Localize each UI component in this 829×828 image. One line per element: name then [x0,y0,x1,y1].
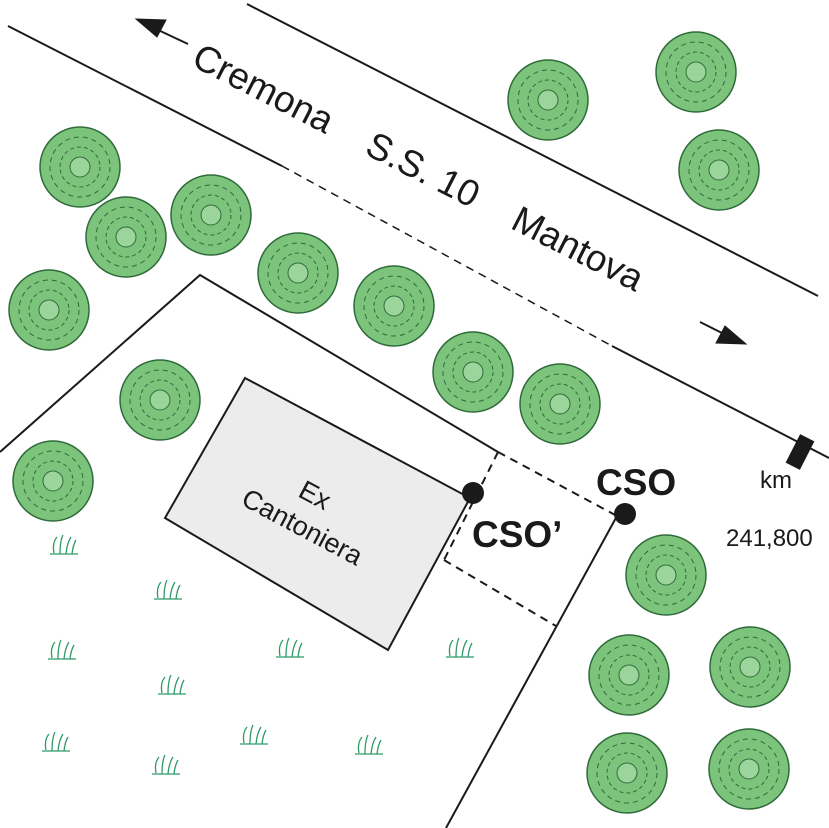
km-value-label: 241,800 [726,525,813,552]
grass-tuft-icon [49,534,79,555]
grass-tuft-icon [445,637,475,658]
tree-icon [257,232,339,314]
tree-icon [119,359,201,441]
east-destination: Mantova [505,198,650,299]
west-destination: Cremona [186,36,341,142]
tree-icon [625,534,707,616]
road-label: Cremona S.S. 10 Mantova [186,36,651,300]
tree-icon [709,626,791,708]
grass-tuft-icon [275,637,305,658]
building-outline [163,376,472,652]
grass-tuft-icon [151,754,181,775]
grass-tuft-icon [157,674,187,695]
tree-icon [519,363,601,445]
grass-tuft-icon [47,639,77,660]
station-dot-icon-cso-prime [462,482,484,504]
road-south-edge-west [7,25,283,167]
station-label-cso: CSO [596,462,676,503]
kilometer-post-icon [785,434,815,470]
station-label-cso-prime: CSO’ [472,514,562,555]
tree-icon [678,129,760,211]
plot-boundary [0,273,618,828]
arrow-icon-west [134,18,189,45]
tree-icon [85,196,167,278]
tree-icon [12,440,94,522]
grass-tuft-icon [41,731,71,752]
km-unit-label: km [760,467,792,494]
tree-icon [432,331,514,413]
grass-tuft-icon [354,734,384,755]
tree-icon [170,174,252,256]
road-north-edge [246,3,819,297]
grass-tuft-icon [239,724,269,745]
tree-icon [655,31,737,113]
road-centerline [281,165,613,347]
road-edges [7,3,829,459]
tree-icon [39,126,121,208]
tree-icon [507,59,589,141]
tree-icon [353,265,435,347]
grass-tuft-icon [153,579,183,600]
building-ex-cantoniera: Ex Cantoniera [163,376,472,652]
station-dot-icon-cso [614,503,636,525]
tree-icon [588,634,670,716]
tree-icon [708,728,790,810]
tree-icon [586,732,668,814]
road-south-edge-east [611,345,829,459]
tree-icon [8,269,90,351]
arrow-icon-east [699,321,748,345]
road-name: S.S. 10 [360,124,487,216]
